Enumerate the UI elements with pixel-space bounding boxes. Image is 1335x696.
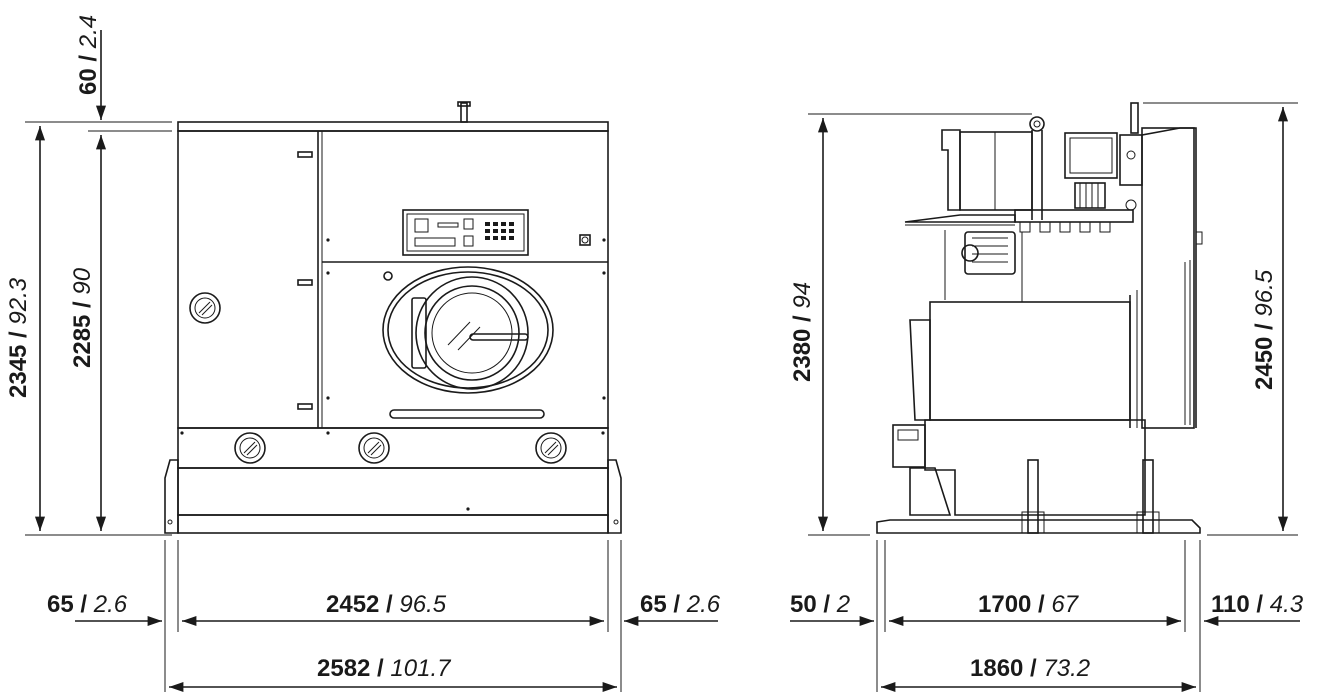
side-view-dimension-lines [790, 102, 1300, 693]
side-right-margin-label: 110 / 4.3 [1211, 591, 1304, 618]
lower-port-2 [358, 432, 390, 464]
front-left-margin-label: 65 / 2.6 [47, 591, 128, 618]
side-left-margin-label: 50 / 2 [790, 591, 850, 618]
front-body-height-label: 2285 / 90 [69, 267, 96, 368]
side-view-machine [876, 102, 1203, 534]
side-overall-depth-label: 1860 / 73.2 [970, 655, 1090, 682]
lower-port-3 [535, 432, 567, 464]
keypad [485, 222, 514, 240]
front-overall-width-label: 2582 / 101.7 [317, 655, 452, 682]
front-right-margin-label: 65 / 2.6 [640, 591, 721, 618]
front-top-gap-label: 60 / 2.4 [75, 15, 102, 95]
front-body-width-label: 2452 / 96.5 [326, 591, 447, 618]
front-view-machine [164, 101, 622, 534]
front-overall-height-label: 2345 / 92.3 [5, 277, 32, 398]
side-body-depth-label: 1700 / 67 [978, 591, 1080, 618]
front-view-dimension-lines [25, 30, 718, 693]
lower-port-1 [234, 432, 266, 464]
side-overall-height-label: 2450 / 96.5 [1251, 269, 1278, 390]
side-body-height-label: 2380 / 94 [789, 282, 816, 382]
